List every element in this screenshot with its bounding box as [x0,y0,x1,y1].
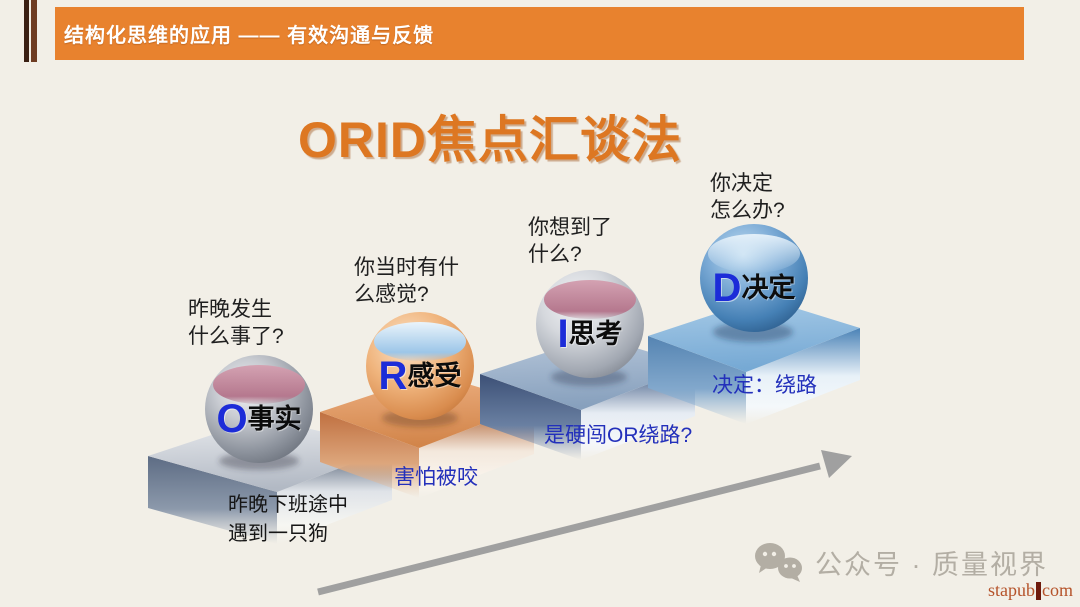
step-letter-r: R [378,354,408,398]
step-name-o: 事实 [247,403,302,434]
header-accent-bar-thick [31,0,37,62]
question-reflective-line2: 么感觉? [354,282,429,306]
caption-reflective: 害怕被咬 [394,466,478,489]
sphere-interpretive-band [543,279,637,319]
caption-objective-line1: 昨晚下班途中 [228,494,348,516]
watermark: 公众号 · 质量视界 [753,541,1048,583]
question-interpretive: 你想到了 什么? [528,215,612,269]
step-4-left-face [648,336,746,424]
site-prefix: stapub [988,580,1035,600]
wechat-icon [755,543,802,582]
step-3-left-face [480,374,581,460]
header-bar: 结构化思维的应用 —— 有效沟通与反馈 [55,7,1024,60]
question-interpretive-line2: 什么? [528,242,582,266]
step-1-left-face [148,456,277,544]
step-2-left-face [320,412,419,498]
question-reflective: 你当时有什 么感觉? [354,255,459,309]
sphere-objective-band [212,364,306,404]
header-accent-bar-thin [24,0,29,62]
caption-objective-line2: 遇到一只狗 [228,523,328,545]
question-decisional: 你决定 怎么办? [710,171,785,225]
progress-arrow-icon [317,450,852,596]
step-name-r: 感受 [407,360,462,391]
watermark-text: 公众号 · 质量视界 [815,549,1048,580]
question-objective-line1: 昨晚发生 [188,298,272,321]
step-letter-d: D [712,266,742,310]
sphere-decisional-gloss [707,233,801,273]
site-suffix: com [1042,580,1073,600]
question-objective: 昨晚发生 什么事了? [188,297,284,351]
question-decisional-line1: 你决定 [710,172,773,195]
site-mark: stapub com [988,580,1073,601]
caption-decisional: 决定：绕路 [712,374,817,397]
question-decisional-line2: 怎么办? [710,198,785,222]
step-letter-i: I [557,312,569,356]
sphere-reflective-band [373,321,467,361]
step-4-front-face [746,328,860,424]
caption-objective: 昨晚下班途中 遇到一只狗 [228,491,348,549]
question-interpretive-line1: 你想到了 [528,216,612,239]
question-reflective-line1: 你当时有什 [354,256,459,279]
step-letter-o: O [216,397,248,441]
question-objective-line2: 什么事了? [188,324,284,348]
site-cursor-bar [1036,581,1041,600]
page-title: ORID焦点汇谈法 [298,112,682,168]
step-name-i: 思考 [568,318,623,349]
caption-interpretive: 是硬闯OR绕路? [544,424,693,447]
header-title: 结构化思维的应用 —— 有效沟通与反馈 [64,25,435,47]
step-name-d: 决定 [741,272,796,303]
